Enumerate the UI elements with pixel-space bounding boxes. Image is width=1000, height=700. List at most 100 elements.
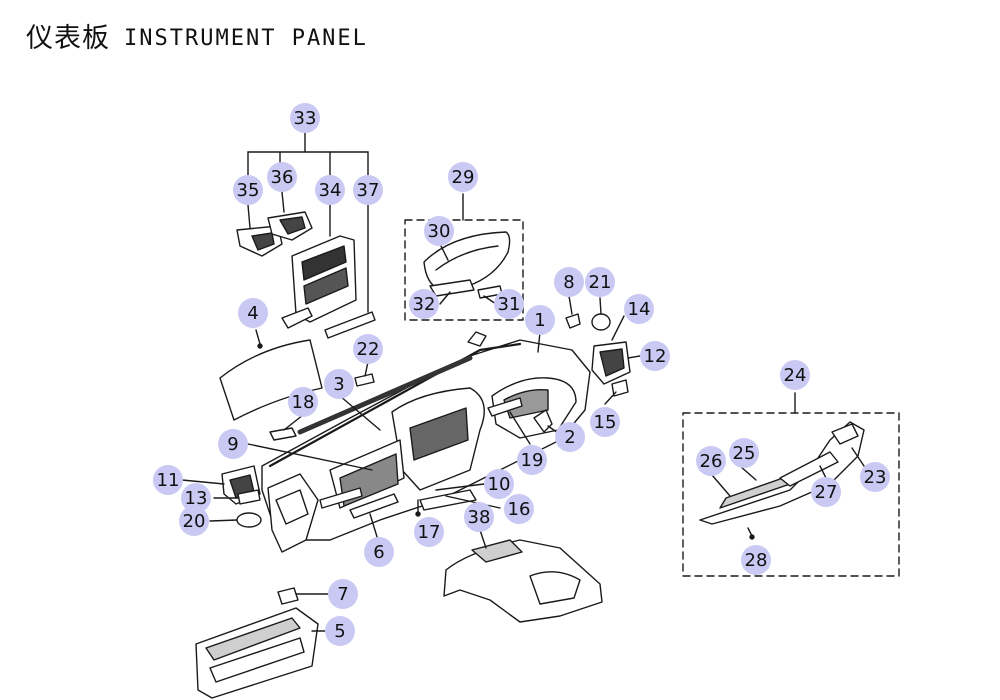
reinforcement-bar: [487, 397, 523, 417]
instrument-panel-body: [261, 331, 591, 553]
svg-text:27: 27: [815, 482, 838, 503]
svg-text:3: 3: [333, 374, 344, 395]
page-title-chinese: 仪表板: [26, 23, 110, 54]
center-bezel: [281, 235, 357, 329]
center-vent-right: [267, 211, 313, 241]
svg-text:37: 37: [357, 180, 380, 201]
glove-box: [195, 607, 319, 699]
callout-36: 36: [267, 162, 297, 192]
callout-17: 17: [414, 517, 444, 547]
svg-text:14: 14: [628, 299, 651, 320]
callout-20: 20: [179, 506, 209, 536]
callout-25: 25: [729, 438, 759, 468]
callout-6: 6: [364, 537, 394, 567]
page-title: 仪表板 INSTRUMENT PANEL: [26, 16, 368, 55]
svg-text:5: 5: [334, 621, 345, 642]
callout-5: 5: [325, 616, 355, 646]
svg-text:20: 20: [183, 511, 206, 532]
callout-16: 16: [504, 494, 534, 524]
support-bracket: [533, 409, 553, 433]
callout-37: 37: [353, 175, 383, 205]
svg-text:35: 35: [237, 180, 260, 201]
svg-text:8: 8: [563, 272, 574, 293]
page-title-english: INSTRUMENT PANEL: [124, 26, 368, 51]
callout-28: 28: [741, 545, 771, 575]
svg-text:30: 30: [428, 221, 451, 242]
svg-text:22: 22: [357, 339, 380, 360]
callout-38: 38: [464, 502, 494, 532]
svg-text:2: 2: [564, 427, 575, 448]
callout-4: 4: [238, 298, 268, 328]
callout-7: 7: [328, 579, 358, 609]
svg-text:4: 4: [247, 303, 258, 324]
svg-text:6: 6: [373, 542, 384, 563]
svg-text:34: 34: [319, 180, 342, 201]
trim-strip: [324, 311, 376, 339]
svg-text:36: 36: [271, 167, 294, 188]
side-vent-right: [591, 341, 631, 397]
svg-text:23: 23: [864, 467, 887, 488]
callout-35: 35: [233, 175, 263, 205]
callout-29: 29: [448, 162, 478, 192]
small-pad: [354, 373, 375, 387]
svg-text:33: 33: [294, 108, 317, 129]
svg-text:21: 21: [589, 272, 612, 293]
callout-24: 24: [780, 360, 810, 390]
center-vent-left: [236, 225, 283, 257]
callout-23: 23: [860, 462, 890, 492]
callout-13: 13: [181, 483, 211, 513]
svg-text:1: 1: [534, 310, 545, 331]
svg-text:18: 18: [292, 392, 315, 413]
meter-hood: [423, 231, 511, 299]
callout-22: 22: [353, 334, 383, 364]
callout-8: 8: [554, 267, 584, 297]
svg-text:32: 32: [413, 294, 436, 315]
callout-31: 31: [494, 289, 524, 319]
callout-34: 34: [315, 175, 345, 205]
svg-text:31: 31: [498, 294, 521, 315]
callout-15: 15: [590, 407, 620, 437]
callout-32: 32: [409, 289, 439, 319]
svg-text:25: 25: [733, 443, 756, 464]
small-pad: [269, 427, 297, 441]
svg-text:17: 17: [418, 522, 441, 543]
callout-1: 1: [525, 305, 555, 335]
glove-box-assembly: [699, 421, 865, 525]
callout-19: 19: [517, 445, 547, 475]
svg-text:28: 28: [745, 550, 768, 571]
callout-10: 10: [484, 469, 514, 499]
svg-text:15: 15: [594, 412, 617, 433]
svg-text:29: 29: [452, 167, 475, 188]
callout-9: 9: [218, 429, 248, 459]
clip-part: [565, 313, 581, 329]
callout-14: 14: [624, 294, 654, 324]
svg-text:7: 7: [337, 584, 348, 605]
svg-text:12: 12: [644, 346, 667, 367]
callout-3: 3: [324, 369, 354, 399]
svg-text:26: 26: [700, 451, 723, 472]
callout-21: 21: [585, 267, 615, 297]
callout-2: 2: [555, 422, 585, 452]
svg-text:9: 9: [227, 434, 238, 455]
callout-11: 11: [153, 465, 183, 495]
group-bracket-33: [247, 132, 369, 313]
svg-text:10: 10: [488, 474, 511, 495]
svg-text:24: 24: [784, 365, 807, 386]
svg-text:13: 13: [185, 488, 208, 509]
side-vent-left: [221, 465, 261, 505]
round-cap: [236, 512, 262, 528]
callout-12: 12: [640, 341, 670, 371]
callouts: 1 2 3 4 5 6 7 8 9 10 11 12 13 14 15 16 1…: [153, 103, 890, 646]
group-box-29: [404, 219, 524, 321]
svg-text:19: 19: [521, 450, 544, 471]
callout-27: 27: [811, 477, 841, 507]
side-panel-cover: [219, 339, 323, 421]
clip-part: [277, 587, 299, 605]
round-cap: [591, 313, 611, 331]
callout-33: 33: [290, 103, 320, 133]
floor-console: [443, 539, 603, 623]
svg-text:11: 11: [157, 470, 180, 491]
svg-text:38: 38: [468, 507, 491, 528]
svg-text:16: 16: [508, 499, 531, 520]
